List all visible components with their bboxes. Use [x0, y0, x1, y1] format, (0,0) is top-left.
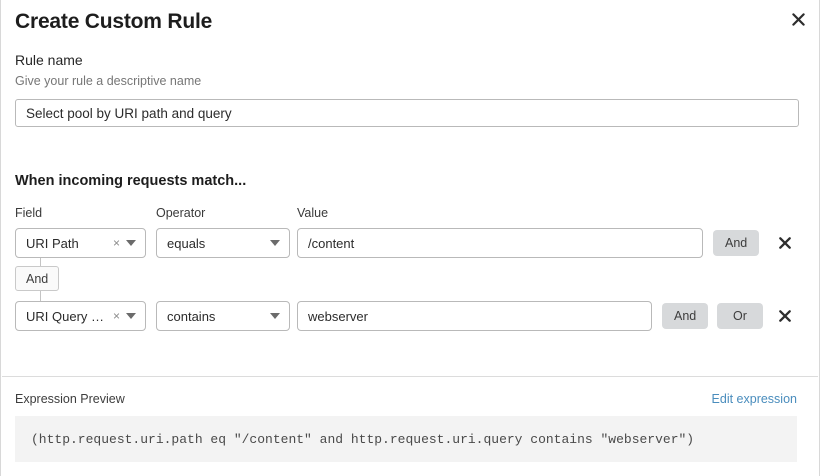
rule-name-input[interactable] — [15, 99, 799, 127]
value-input-1[interactable] — [297, 228, 703, 258]
operator-select-2-value: contains — [167, 308, 216, 324]
chevron-down-icon — [126, 240, 136, 246]
rule-name-label: Rule name — [15, 52, 83, 68]
chevron-down-icon — [126, 313, 136, 319]
and-button-1[interactable]: And — [713, 230, 760, 256]
field-select-2[interactable]: URI Query St... × — [15, 301, 146, 331]
column-header-operator: Operator — [156, 206, 206, 220]
delete-x-glyph — [779, 237, 791, 249]
column-header-value: Value — [297, 206, 329, 220]
chevron-down-icon — [270, 240, 280, 246]
expression-preview-panel: Expression Preview Edit expression (http… — [2, 376, 818, 475]
delete-condition-1-icon[interactable] — [775, 232, 795, 254]
chevron-down-icon — [270, 313, 280, 319]
column-header-field: Field — [15, 206, 43, 220]
expression-preview-code: (http.request.uri.path eq "/content" and… — [15, 416, 797, 462]
operator-select-1[interactable]: equals — [156, 228, 290, 258]
and-button-2[interactable]: And — [662, 303, 709, 329]
close-icon[interactable] — [785, 6, 811, 32]
or-button-2[interactable]: Or — [717, 303, 763, 329]
edit-expression-link[interactable]: Edit expression — [711, 392, 797, 406]
dialog-title: Create Custom Rule — [15, 10, 213, 33]
rule-name-help-text: Give your rule a descriptive name — [15, 74, 202, 88]
delete-condition-2-icon[interactable] — [775, 305, 795, 327]
expression-preview-title: Expression Preview — [15, 392, 125, 406]
match-section-heading: When incoming requests match... — [15, 173, 247, 189]
delete-x-glyph — [779, 310, 791, 322]
operator-select-1-value: equals — [167, 235, 206, 251]
close-glyph — [791, 12, 805, 26]
connector-and-badge[interactable]: And — [15, 266, 60, 291]
field-select-2-value: URI Query St... — [26, 308, 111, 324]
field-select-1[interactable]: URI Path × — [15, 228, 146, 258]
field-clear-icon[interactable]: × — [112, 309, 120, 323]
operator-select-2[interactable]: contains — [156, 301, 290, 331]
field-select-1-value: URI Path — [26, 235, 79, 251]
value-input-2[interactable] — [297, 301, 652, 331]
field-clear-icon[interactable]: × — [112, 236, 120, 250]
